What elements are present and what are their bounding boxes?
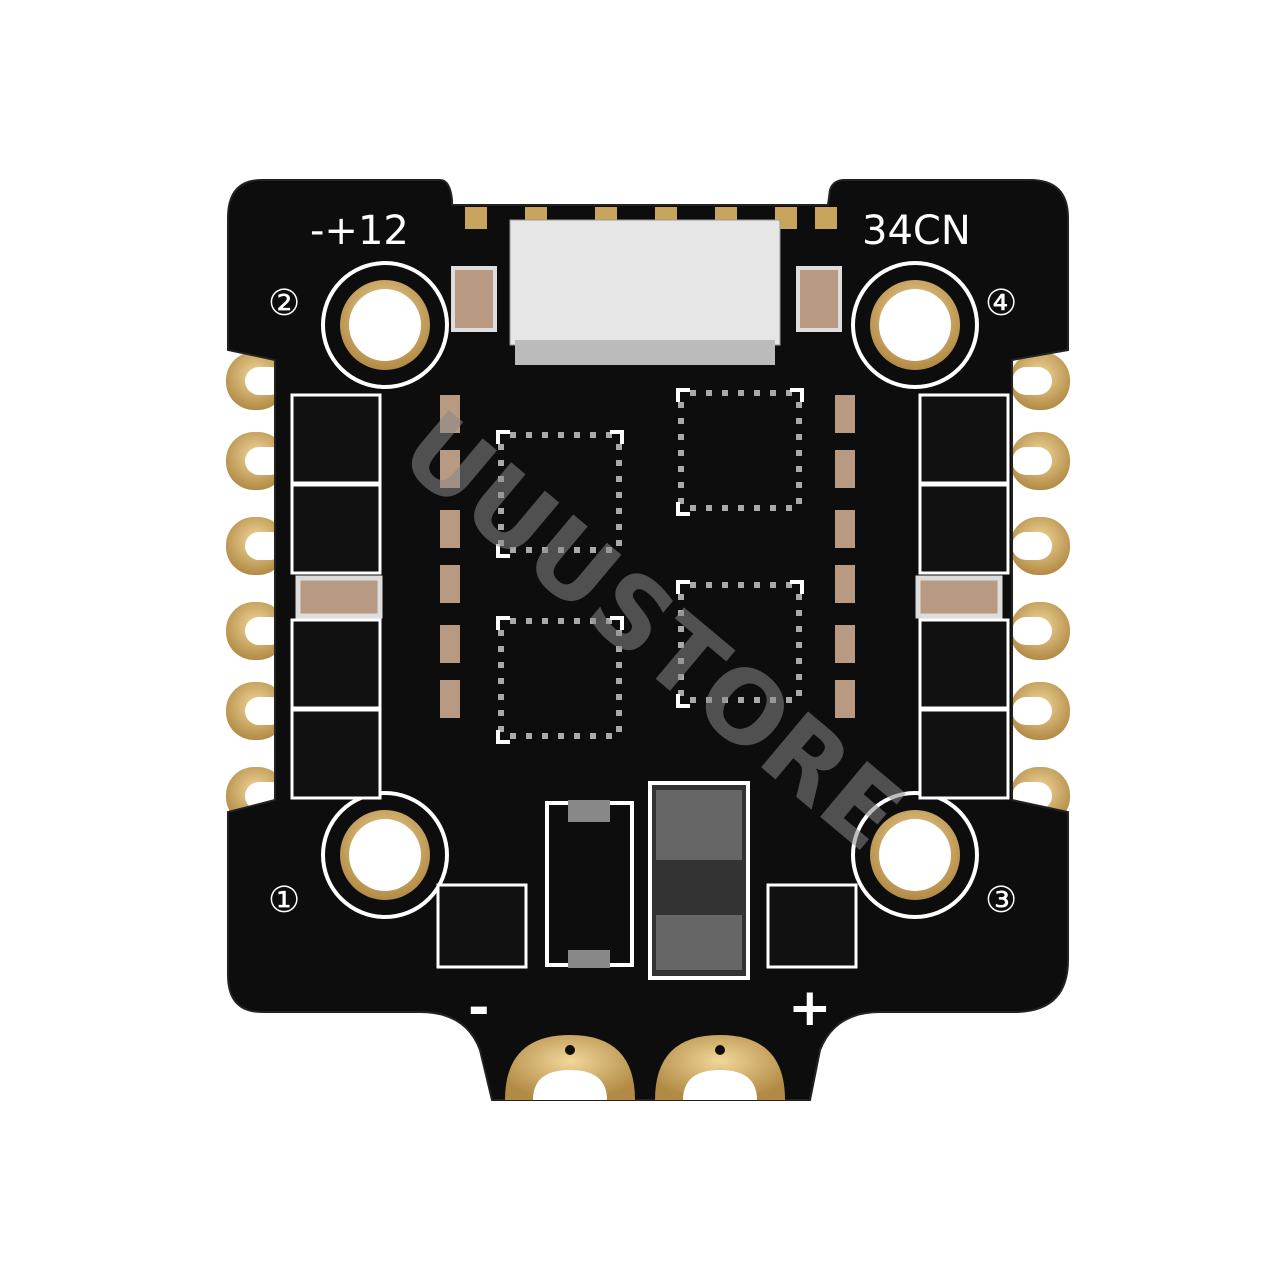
capacitor [835, 510, 855, 548]
mounting-holes [321, 261, 979, 919]
hole [879, 289, 951, 361]
capacitor [440, 625, 460, 663]
capacitor [835, 625, 855, 663]
mount-label-3: ③ [985, 880, 1017, 921]
side-pad-hole [1012, 367, 1052, 395]
side-pad-hole [1012, 697, 1052, 725]
hole [349, 289, 421, 361]
battery-pads [505, 1035, 785, 1100]
mount-label-2: ② [268, 283, 300, 324]
mosfets [290, 393, 1010, 800]
side-pad-hole [1012, 447, 1052, 475]
power-components [436, 781, 858, 980]
capacitor [835, 680, 855, 718]
capacitor [835, 395, 855, 433]
side-pad-hole [1012, 532, 1052, 560]
capacitor [835, 450, 855, 488]
mosfet [290, 393, 382, 485]
mosfet [918, 618, 1010, 710]
hole [349, 819, 421, 891]
side-pad-hole [1012, 617, 1052, 645]
capacitor [440, 395, 460, 433]
mosfet [918, 393, 1010, 485]
capacitor [440, 450, 460, 488]
capacitor [796, 266, 842, 332]
mount-label-1: ① [268, 880, 300, 921]
capacitor [440, 565, 460, 603]
capacitor [440, 510, 460, 548]
mosfet [290, 618, 382, 710]
mosfet [290, 708, 382, 800]
capacitor [915, 575, 1003, 619]
mosfet [918, 483, 1010, 575]
label-right-motors: 34CN [862, 208, 971, 254]
top-pad [815, 207, 837, 229]
driver-ic [496, 430, 624, 558]
driver-ic [496, 616, 624, 744]
hole [879, 819, 951, 891]
jst-connector [509, 219, 781, 365]
driver-ic [676, 580, 804, 708]
mosfet [918, 708, 1010, 800]
mount-label-4: ④ [985, 283, 1017, 324]
power-plus-label: + [788, 978, 832, 1038]
capacitor [440, 680, 460, 718]
driver-ics [440, 388, 855, 744]
capacitor [295, 575, 383, 619]
top-pad [465, 207, 487, 229]
mosfet [290, 483, 382, 575]
capacitor [451, 266, 497, 332]
driver-ic [676, 388, 804, 516]
power-minus-label: - [468, 978, 490, 1038]
label-left-motors: -+12 [310, 208, 409, 254]
capacitor [835, 565, 855, 603]
